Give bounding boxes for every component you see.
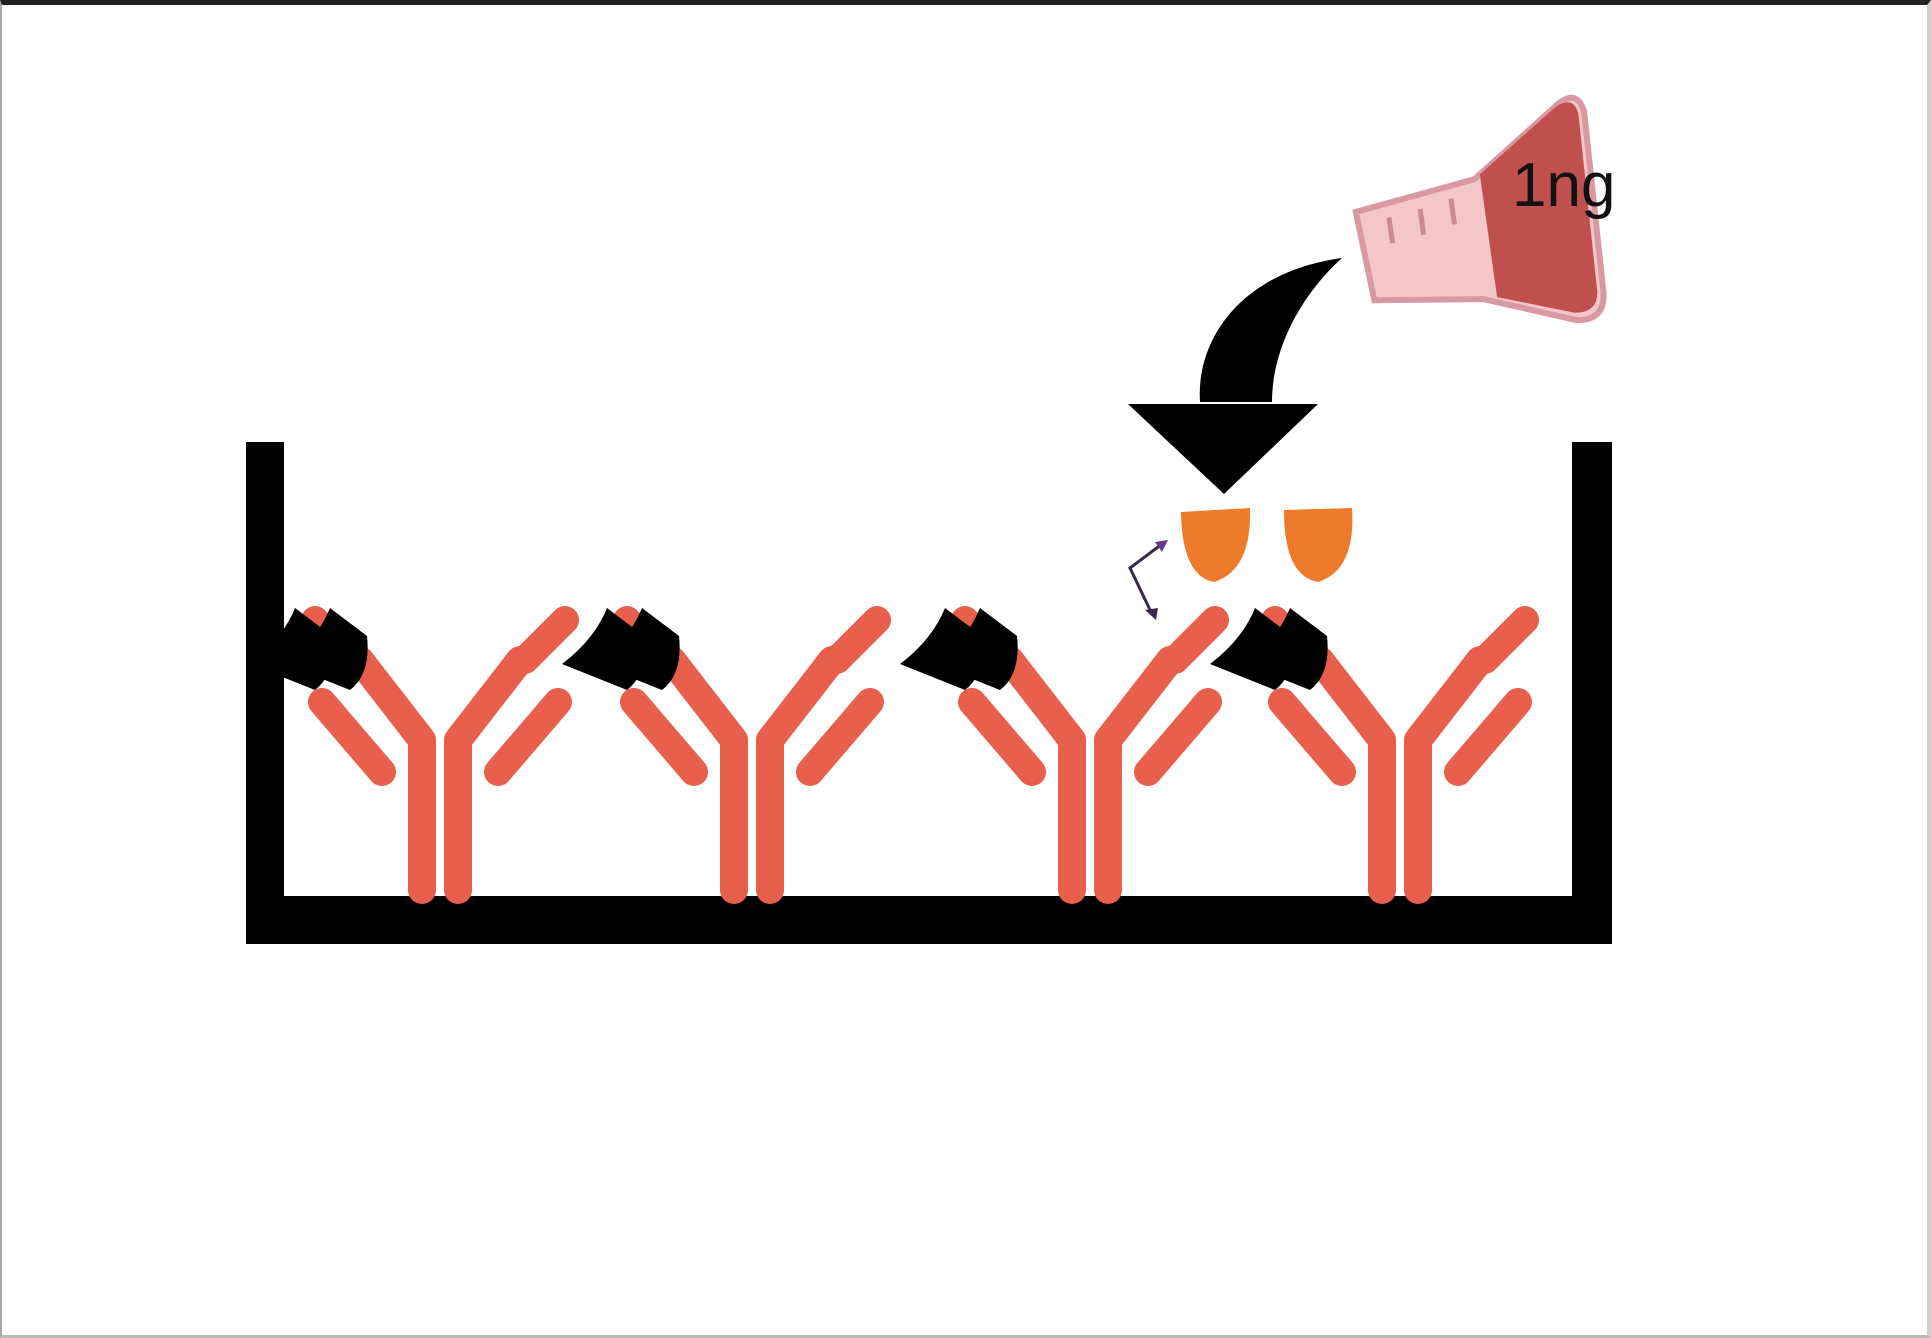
epitope (285, 608, 368, 690)
antibody-heavy-chain (1306, 646, 1396, 904)
microplate-well (246, 442, 1612, 944)
well-left-wall (246, 442, 284, 944)
antibody-heavy-chain (1404, 646, 1494, 904)
free-antigens (1181, 508, 1353, 582)
well-bottom (246, 896, 1612, 944)
pour-arrow-icon (1128, 258, 1342, 494)
antibody (250, 606, 579, 904)
antibody (562, 606, 891, 904)
antibody (900, 606, 1229, 904)
antibody-arm (1161, 606, 1229, 674)
flask-icon (1352, 94, 1607, 324)
flask-liquid (1479, 102, 1598, 313)
epitope (935, 608, 1018, 690)
antibody-light-chain (958, 688, 1046, 786)
epitope (597, 608, 680, 690)
antibody-heavy-chain (1094, 646, 1184, 904)
antibody-arm (1471, 606, 1539, 674)
antibody-light-chain (1268, 688, 1356, 786)
flask-label: 1ng (1512, 151, 1615, 220)
antibody-arm (511, 606, 579, 674)
antibody-light-chain (308, 688, 396, 786)
antibody-group (250, 606, 1539, 904)
antibody-light-chain (796, 688, 884, 786)
antibody-heavy-chain (346, 646, 436, 904)
antibody-heavy-chain (658, 646, 748, 904)
antibody-heavy-chain (444, 646, 534, 904)
epitope (1245, 608, 1328, 690)
antibody-light-chain (1444, 688, 1532, 786)
antibody-arm (823, 606, 891, 674)
binding-arrow-icon (1128, 540, 1168, 620)
antigen (1284, 508, 1353, 582)
antibody (1210, 606, 1539, 904)
antibody-light-chain (484, 688, 572, 786)
antibody-light-chain (620, 688, 708, 786)
antibody-heavy-chain (756, 646, 846, 904)
antibody-heavy-chain (996, 646, 1086, 904)
antigen (1181, 508, 1251, 582)
antibody-light-chain (1134, 688, 1222, 786)
well-right-wall (1572, 442, 1612, 944)
